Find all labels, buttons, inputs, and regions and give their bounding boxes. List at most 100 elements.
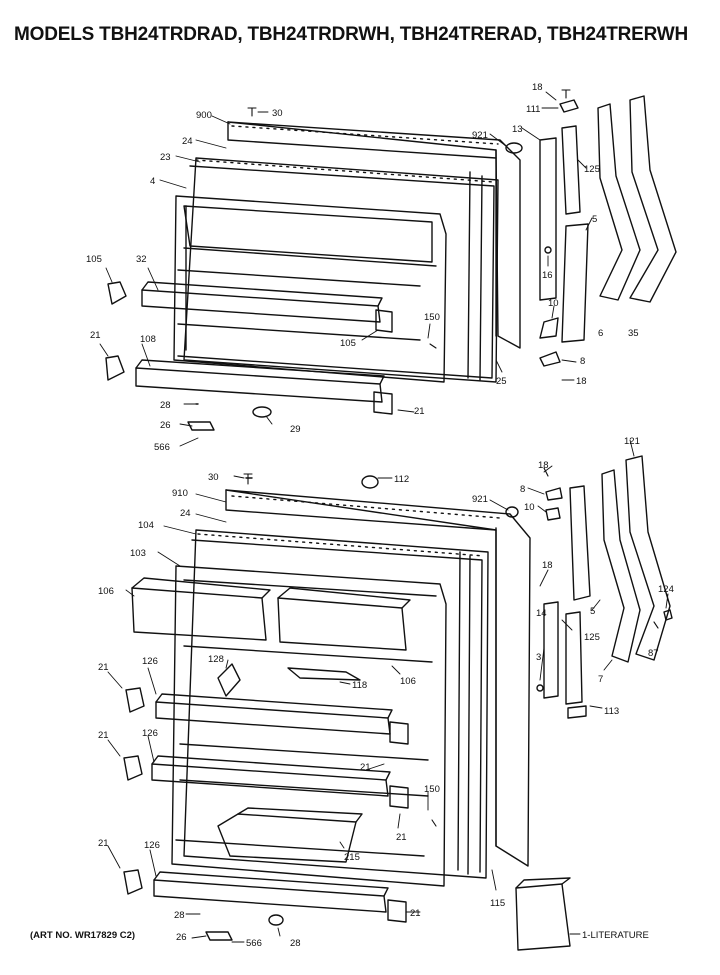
callout-18: 18 — [542, 560, 553, 571]
callout-10: 10 — [548, 298, 559, 309]
callout-113: 113 — [604, 706, 619, 717]
callout-87: 87 — [648, 648, 659, 659]
callout-4: 4 — [150, 176, 155, 187]
callout-106: 106 — [98, 586, 114, 597]
callout-104: 104 — [138, 520, 154, 531]
callout-5: 5 — [590, 606, 595, 617]
fresh-food-shelf-bar-2 — [151, 763, 389, 797]
handle-35 — [629, 95, 677, 303]
callout-32: 32 — [136, 254, 147, 265]
callout-126: 126 — [142, 728, 158, 739]
callout-910: 910 — [172, 488, 188, 499]
callout-24: 24 — [180, 508, 191, 519]
callout-215: 215 — [344, 852, 360, 863]
callout-125: 125 — [584, 632, 600, 643]
callout-30: 30 — [272, 108, 283, 119]
callout-28: 28 — [290, 938, 301, 949]
callout-18: 18 — [532, 82, 543, 93]
handle-121 — [625, 455, 671, 661]
callout-30: 30 — [208, 472, 219, 483]
callout-126: 126 — [142, 656, 158, 667]
callout-13: 13 — [512, 124, 523, 135]
callout-124: 124 — [658, 584, 674, 595]
freezer-hinge-hardware — [505, 95, 677, 367]
callout-7: 7 — [598, 674, 603, 685]
callout-115: 115 — [490, 898, 505, 909]
fresh-food-door-liner — [171, 565, 447, 887]
callout-5: 5 — [592, 214, 597, 225]
callout-112: 112 — [394, 474, 409, 485]
callout-150: 150 — [424, 784, 440, 795]
callout-150: 150 — [424, 312, 440, 323]
callout-121: 121 — [624, 436, 640, 447]
fresh-food-door-gasket — [183, 529, 489, 879]
art-number: (ART NO. WR17829 C2) — [30, 930, 136, 941]
callout-21: 21 — [98, 730, 109, 741]
callout-16: 16 — [542, 270, 553, 281]
callout-128: 128 — [208, 654, 224, 665]
callout-21: 21 — [98, 662, 109, 673]
callout-566: 566 — [154, 442, 170, 453]
callout-14: 14 — [536, 608, 547, 619]
handle-7 — [601, 469, 641, 663]
callout-21: 21 — [410, 908, 421, 919]
freezer-door-assembly — [105, 121, 521, 431]
callout-921: 921 — [472, 130, 488, 141]
callout-21: 21 — [90, 330, 101, 341]
callout-literature: 1-LITERATURE — [582, 930, 649, 941]
callout-21: 21 — [98, 838, 109, 849]
freezer-lower-shelf-bar — [135, 367, 383, 403]
freezer-door-liner — [173, 195, 447, 383]
callout-29: 29 — [290, 424, 301, 435]
callout-126: 126 — [144, 840, 160, 851]
callout-566: 566 — [246, 938, 262, 949]
callout-125: 125 — [584, 164, 600, 175]
callout-28: 28 — [174, 910, 185, 921]
callout-10: 10 — [524, 502, 535, 513]
hinge-5-lower — [569, 485, 591, 601]
egg-bin-215 — [217, 813, 357, 863]
callout-18: 18 — [538, 460, 549, 471]
callout-118: 118 — [352, 680, 367, 691]
hinge-bracket-125-lower — [565, 611, 583, 705]
callout-18: 18 — [576, 376, 587, 387]
callout-24: 24 — [182, 136, 193, 147]
freezer-shelf-bar — [141, 289, 381, 323]
callout-111: 111 — [526, 104, 540, 115]
fresh-food-hinge-hardware — [505, 455, 673, 951]
callout-3: 3 — [536, 652, 541, 663]
callout-21: 21 — [360, 762, 371, 773]
freezer-door-stop-13 — [539, 137, 557, 301]
callout-23: 23 — [160, 152, 171, 163]
callout-108: 108 — [140, 334, 156, 345]
callout-25: 25 — [496, 376, 507, 387]
callout-28: 28 — [160, 400, 171, 411]
callout-105: 105 — [340, 338, 356, 349]
callout-21: 21 — [396, 832, 407, 843]
dairy-compartment-door-left — [131, 587, 267, 641]
freezer-hinge-bracket-125 — [561, 125, 581, 215]
freezer-hinge-5 — [561, 223, 589, 343]
callout-921: 921 — [472, 494, 488, 505]
callout-103: 103 — [130, 548, 146, 559]
fresh-food-door-assembly — [123, 475, 531, 941]
callout-35: 35 — [628, 328, 639, 339]
callout-21: 21 — [414, 406, 425, 417]
fresh-food-shelf-bar-3 — [153, 879, 387, 913]
callout-106: 106 — [400, 676, 416, 687]
callout-8: 8 — [580, 356, 585, 367]
callout-6: 6 — [598, 328, 603, 339]
door-stop-14 — [543, 601, 559, 699]
callout-labels: 30 900 24 23 4 921 13 18 111 125 5 16 10… — [86, 82, 674, 949]
dairy-compartment-door-right — [277, 597, 407, 651]
callout-8: 8 — [520, 484, 525, 495]
callout-26: 26 — [160, 420, 171, 431]
handle-6 — [597, 103, 641, 301]
literature-booklet — [515, 883, 571, 951]
page-title: MODELS TBH24TRDRAD, TBH24TRDRWH, TBH24TR… — [14, 24, 689, 45]
callout-900: 900 — [196, 110, 212, 121]
callout-105: 105 — [86, 254, 102, 265]
callout-26: 26 — [176, 932, 187, 943]
